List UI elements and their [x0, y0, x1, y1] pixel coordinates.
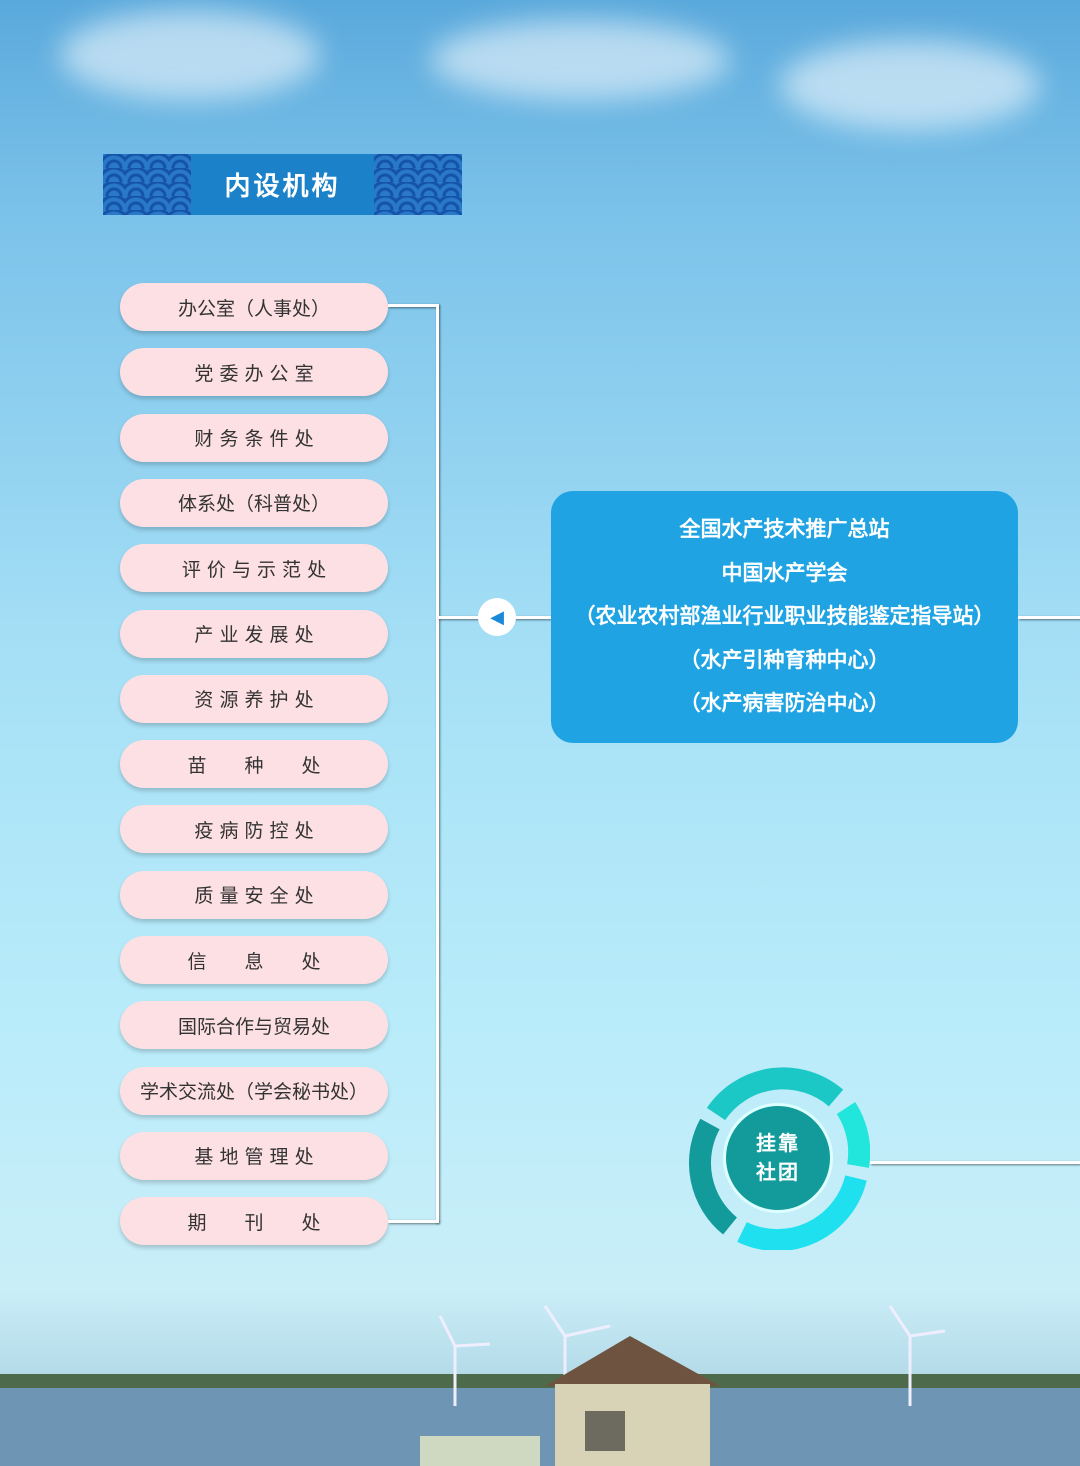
- department-item: 苗 种 处: [120, 740, 388, 789]
- cloud: [780, 40, 1040, 130]
- connector-line: [388, 1220, 438, 1223]
- wave-pattern-icon: [103, 154, 191, 215]
- org-name: 全国水产技术推广总站: [679, 517, 890, 542]
- department-item: 期 刊 处: [120, 1197, 388, 1246]
- main-organization-box: 全国水产技术推广总站 中国水产学会 （农业农村部渔业行业职业技能鉴定指导站） （…: [551, 491, 1018, 743]
- org-name: （水产病害防治中心）: [679, 691, 890, 716]
- department-item: 体系处（科普处）: [120, 478, 388, 527]
- left-triangle-icon: ◀: [478, 598, 516, 636]
- bracket-line: [436, 304, 439, 1223]
- department-item: 财 务 条 件 处: [120, 413, 388, 462]
- badge-text: 社团: [756, 1160, 800, 1184]
- department-item: 基 地 管 理 处: [120, 1131, 388, 1180]
- department-item: 评 价 与 示 范 处: [120, 544, 388, 593]
- section-title-banner: 内设机构: [103, 154, 462, 215]
- badge-text: 挂靠: [756, 1131, 800, 1155]
- wave-pattern-icon: [374, 154, 462, 215]
- connector-line: [870, 1161, 1080, 1164]
- department-item: 国际合作与贸易处: [120, 1001, 388, 1050]
- affiliated-societies-badge: 挂靠 社团: [723, 1103, 833, 1213]
- department-item: 质 量 安 全 处: [120, 870, 388, 919]
- connector-line: [1018, 616, 1080, 619]
- department-item: 产 业 发 展 处: [120, 609, 388, 658]
- cloud: [60, 10, 320, 100]
- ring-decoration-icon: [688, 1067, 870, 1250]
- department-item: 资 源 养 护 处: [120, 674, 388, 723]
- org-name: （农业农村部渔业行业职业技能鉴定指导站）: [574, 604, 995, 629]
- cloud: [430, 20, 730, 100]
- org-name: 中国水产学会: [721, 560, 848, 585]
- landscape-illustration: [0, 1305, 1080, 1466]
- department-item: 办公室（人事处）: [120, 283, 388, 331]
- department-item: 学术交流处（学会秘书处）: [120, 1066, 388, 1115]
- department-item: 党 委 办 公 室: [120, 348, 388, 397]
- org-name: （水产引种育种中心）: [679, 647, 890, 672]
- connector-line: [388, 304, 438, 307]
- department-item: 信 息 处: [120, 936, 388, 984]
- section-title: 内设机构: [224, 172, 341, 202]
- department-item: 疫 病 防 控 处: [120, 805, 388, 854]
